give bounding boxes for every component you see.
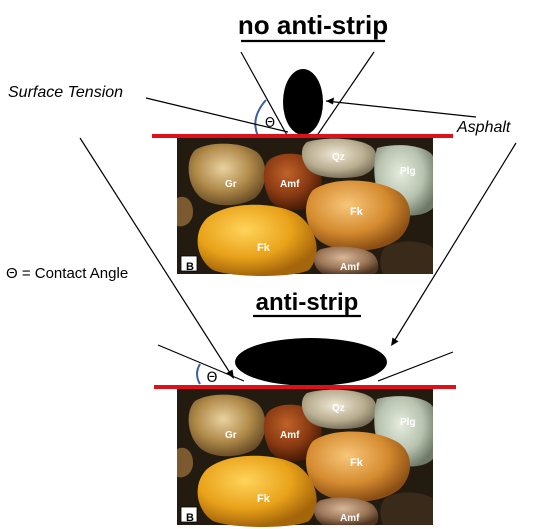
top-surface-line [152, 134, 453, 138]
top-contact-angle-arc [254, 99, 267, 137]
top-rock-label-gr: Gr [225, 179, 237, 190]
bottom-aggregate-photo [176, 388, 434, 528]
top-rock-label-fk-orange: Fk [350, 206, 364, 218]
asphalt-label: Asphalt [456, 119, 511, 136]
top-rock-label-fk-yellow: Fk [257, 242, 271, 254]
bottom-tangent-left [157, 344, 245, 382]
bottom-contact-angle-arc [196, 363, 201, 385]
top-tangent-left [240, 51, 289, 138]
bottom-rock-label-amf-bottom: Amf [340, 513, 360, 524]
surface-tension-pointer [145, 97, 289, 133]
bottom-tangent-right [377, 351, 454, 382]
bottom-theta-symbol: Θ [206, 370, 217, 386]
bottom-rock-label-fk-orange: Fk [350, 457, 364, 469]
bottom-rock-label-qz: Qz [332, 403, 345, 414]
top-rock-label-amf: Amf [280, 179, 300, 190]
top-rock-label-plg: Plg [400, 166, 416, 177]
bottom-rock-label-fk-yellow: Fk [257, 493, 271, 505]
top-theta-symbol: Θ [265, 116, 275, 131]
asphalt-pointer-top [325, 100, 477, 118]
top-aggregate-photo [176, 137, 434, 277]
bottom-panel-letter: B [186, 512, 194, 524]
bottom-surface-line [154, 385, 456, 389]
top-rock-label-qz: Qz [332, 152, 345, 163]
asphalt-droplet-bottom [235, 338, 387, 386]
bottom-rock-label-plg: Plg [400, 417, 416, 428]
contact-angle-label: Θ = Contact Angle [6, 265, 128, 282]
top-panel-letter: B [186, 261, 194, 273]
surface-tension-label: Surface Tension [8, 84, 123, 101]
asphalt-pointer-bottom [392, 142, 517, 344]
bottom-rock-label-gr: Gr [225, 430, 237, 441]
contact-angle-pointer [79, 137, 233, 377]
bottom-rock-label-amf: Amf [280, 430, 300, 441]
asphalt-pointer-top-arrowhead [326, 97, 334, 105]
asphalt-pointer-bottom-arrowhead [391, 337, 399, 346]
asphalt-droplet-top [283, 69, 323, 135]
top-rock-label-amf-bottom: Amf [340, 262, 360, 273]
top-tangent-right [315, 51, 375, 138]
bottom-title: anti-strip [256, 289, 359, 316]
top-title: no anti-strip [238, 10, 388, 40]
